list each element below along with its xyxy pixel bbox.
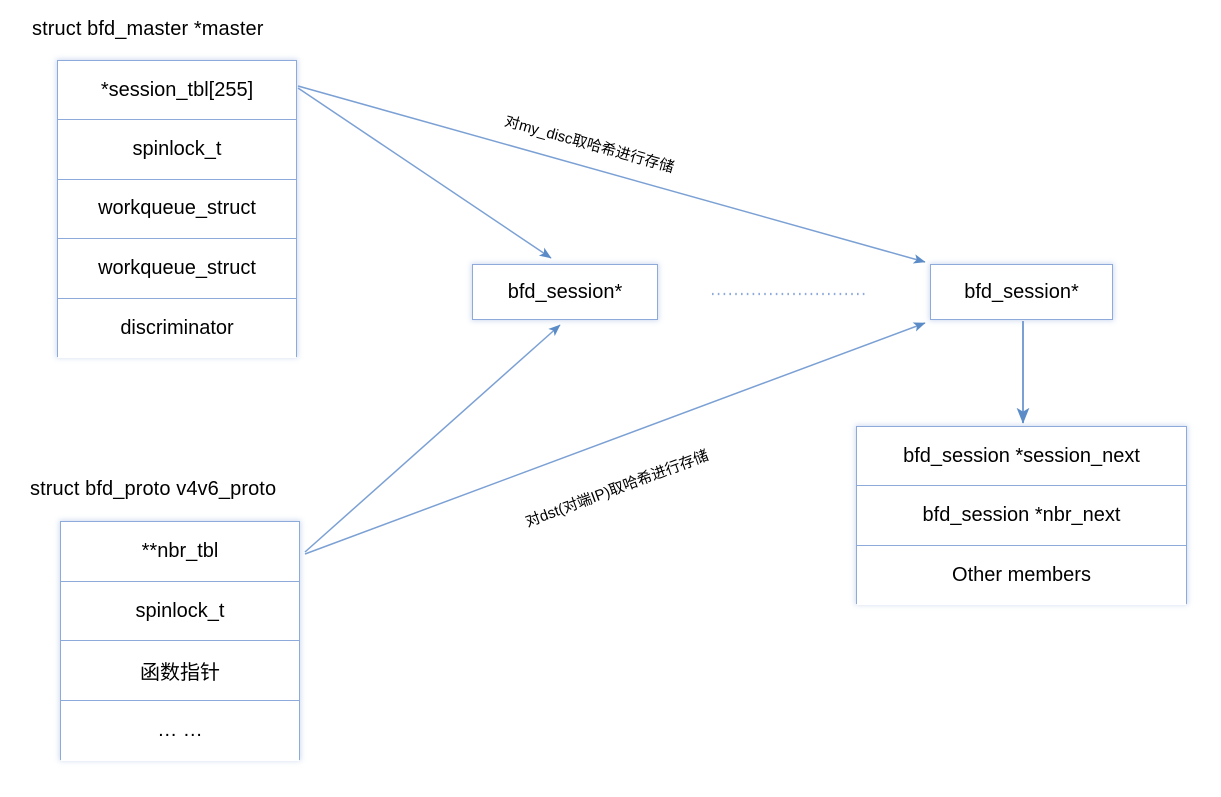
master-row-workqueue-2[interactable]: workqueue_struct xyxy=(58,239,296,299)
proto-row-nbr-tbl[interactable]: **nbr_tbl xyxy=(61,522,299,582)
edge-session-tbl-to-right-session xyxy=(297,85,926,264)
session-node-right[interactable]: bfd_session* xyxy=(930,264,1113,320)
master-row-spinlock[interactable]: spinlock_t xyxy=(58,120,296,180)
session-struct-box: bfd_session *session_next bfd_session *n… xyxy=(856,426,1187,605)
master-struct-title: struct bfd_master *master xyxy=(32,18,264,40)
edge-label-my-disc: 对my_disc取哈希进行存储 xyxy=(502,112,676,177)
proto-row-ellipsis[interactable]: … … xyxy=(61,701,299,761)
session-row-session-next[interactable]: bfd_session *session_next xyxy=(857,427,1186,487)
proto-struct-box: **nbr_tbl spinlock_t 函数指针 … … xyxy=(60,521,300,761)
master-row-session-tbl[interactable]: *session_tbl[255] xyxy=(58,61,296,121)
proto-row-spinlock[interactable]: spinlock_t xyxy=(61,581,299,642)
edge-nbr-tbl-to-left-session xyxy=(304,324,561,553)
master-struct-box: *session_tbl[255] spinlock_t workqueue_s… xyxy=(57,60,297,358)
session-node-left[interactable]: bfd_session* xyxy=(472,264,658,320)
master-row-workqueue-1[interactable]: workqueue_struct xyxy=(58,179,296,240)
proto-row-function-pointer[interactable]: 函数指针 xyxy=(61,641,299,702)
edge-nbr-tbl-to-right-session xyxy=(304,322,926,555)
session-row-other-members[interactable]: Other members xyxy=(857,545,1186,605)
master-row-discriminator[interactable]: discriminator xyxy=(58,298,296,358)
edge-label-dst-ip: 对dst(对端IP)取哈希进行存储 xyxy=(523,447,711,531)
session-row-nbr-next[interactable]: bfd_session *nbr_next xyxy=(857,486,1186,546)
proto-struct-title: struct bfd_proto v4v6_proto xyxy=(30,478,277,500)
